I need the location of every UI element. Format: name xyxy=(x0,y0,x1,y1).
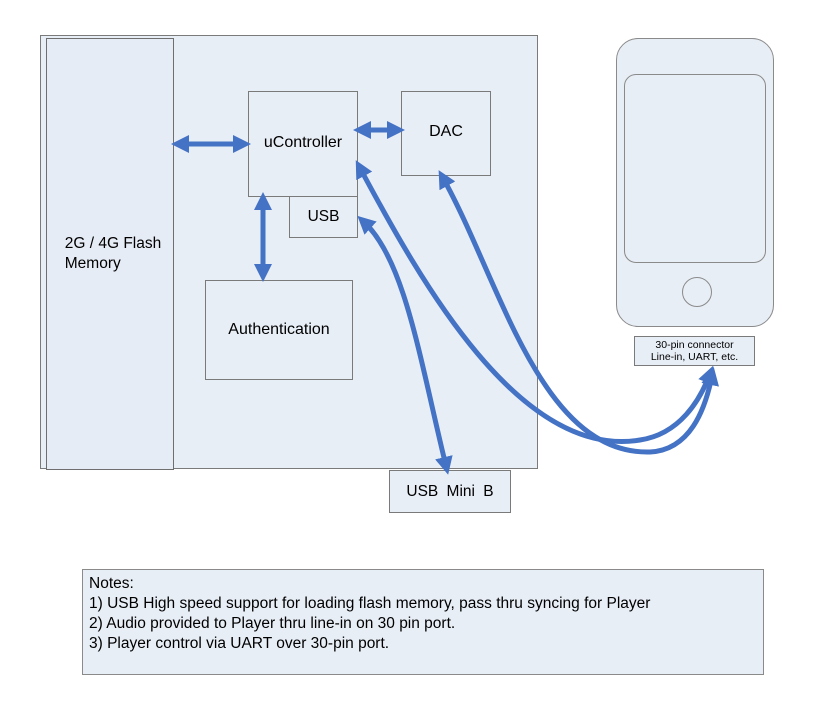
note-item-3: 3) Player control via UART over 30-pin p… xyxy=(89,635,390,652)
authentication-block: Authentication xyxy=(205,280,353,380)
notes-heading: Notes: xyxy=(89,575,134,592)
arrow-dac-connector xyxy=(438,170,719,455)
arrow-usb-mini-b xyxy=(357,215,453,475)
ucontroller-block: uController xyxy=(248,91,358,197)
notes-panel: Notes: 1) USB High speed support for loa… xyxy=(82,569,764,675)
ucontroller-label: uController xyxy=(263,134,343,151)
flash-memory-label: 2G / 4G Flash Memory xyxy=(64,235,162,272)
dac-label: DAC xyxy=(429,122,463,140)
arrow-ucontroller-connector xyxy=(355,160,716,445)
usb-mini-b-label: USB Mini B xyxy=(406,482,494,500)
usb-label: USB xyxy=(307,208,340,225)
note-item-2: 2) Audio provided to Player thru line-in… xyxy=(89,615,456,632)
usb-block: USB xyxy=(289,196,358,238)
flash-memory-block: 2G / 4G Flash Memory xyxy=(46,38,174,470)
authentication-label: Authentication xyxy=(228,321,330,338)
note-item-1: 1) USB High speed support for loading fl… xyxy=(89,595,651,612)
usb-mini-b-port: USB Mini B xyxy=(389,470,511,513)
